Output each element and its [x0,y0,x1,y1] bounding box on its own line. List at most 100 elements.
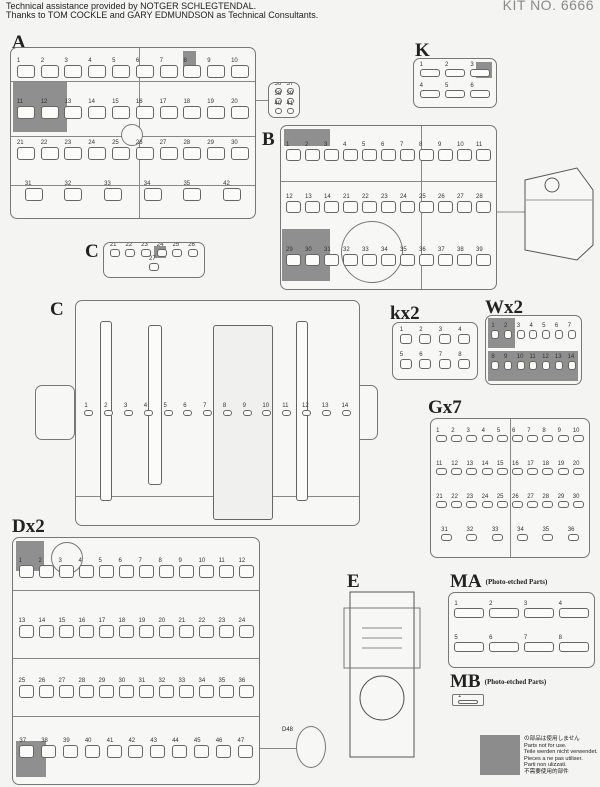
part-number: 5 [112,58,116,64]
sprue-part: 7 [159,58,178,78]
sprue-part: 12 [301,403,311,416]
sprue-c-small-label: C [85,241,99,262]
part-number: 21 [109,242,117,248]
sprue-part: 9 [242,403,252,416]
part-number: 5 [454,635,458,641]
sprue-part: 32 [466,527,478,541]
sprue-part: 2 [489,601,520,618]
sprue-part: 8 [558,635,589,652]
sprue-part: 28 [476,194,491,214]
part-number: 26 [512,494,519,500]
part-number: 31 [324,246,331,253]
sprue-part: 10 [572,428,584,442]
part-number: 17 [98,617,106,624]
part-number: 24 [481,494,489,500]
sprue-part: 12 [238,558,254,578]
part-number: 4 [88,58,92,64]
part-number: 27 [58,677,66,684]
sprue-part: 20 [572,461,584,475]
part-number: 3 [516,323,521,329]
part-number: 28 [476,194,483,201]
part-number: 14 [567,354,575,360]
part-number: 10 [572,428,580,434]
sprue-part: 29 [557,494,569,508]
part-number: 34 [198,677,206,684]
sprue-part: 41 [106,738,122,758]
sprue-part: 1 [491,323,500,339]
part-number: 9 [242,403,246,409]
sprue-part: 23 [218,618,234,638]
part-number: 16 [78,617,86,624]
part-number: 22 [362,194,369,201]
sprue-part: 17 [159,99,178,119]
sprue-part: 20 [158,618,174,638]
sprue-part: 1 [436,428,448,442]
part-number: 5 [362,142,366,149]
part-number: 1 [16,58,21,64]
sprue-part: 34 [198,678,214,698]
sprue-part: 8 [158,558,174,578]
sprue-part: 7 [527,428,539,442]
part-number: 7 [527,428,531,434]
sprue-part: 7 [567,323,576,339]
sprue-part: 27 [149,256,159,271]
sprue-part: 5 [399,352,412,369]
part-number: 27 [149,256,156,262]
part-number: 29 [557,494,565,500]
part-number: 1 [454,601,458,607]
sprue-part: 12 [542,354,551,370]
sprue-part: 12 [40,99,59,119]
part-number: 29 [207,140,214,146]
sprue-part: 31 [138,678,154,698]
part-number: 5 [444,82,449,89]
part-number: 8 [158,557,162,564]
sprue-part: 6 [419,352,432,369]
sprue-part: 7 [438,352,451,369]
part-d48-label: D48 [282,727,294,733]
part-number: 22 [198,617,206,624]
part-number: 14 [88,99,95,105]
part-number: 30 [231,140,238,146]
sprue-w-label: Wx2 [485,297,523,318]
sprue-part: 11 [529,354,538,370]
sprue-part: 29 [207,140,226,160]
part-number: 3 [58,557,62,564]
part-number: 45 [193,737,201,744]
sprue-part: 8 [458,352,471,369]
part-number: 21 [16,140,24,146]
part-number: 7 [438,351,443,358]
part-number: 36 [238,677,246,684]
unused-parts-swatch [480,735,520,775]
sprue-part: 6 [489,635,520,652]
part-number: 21 [343,194,350,201]
part-number: 36 [419,246,426,253]
sprue-part: 6 [470,83,491,98]
part-number: 2 [38,557,42,564]
sprue-c-label: C [50,299,64,320]
part-number: 8 [542,428,546,434]
part-number: 1 [458,694,462,699]
sprue-part: 15 [112,99,131,119]
part-number: 40 [274,101,282,107]
part-number: 11 [16,99,24,105]
part-number: 5 [399,351,404,358]
sprue-part: 1 [399,327,412,344]
part-number: 13 [305,194,312,201]
sprue-part: 8 [542,428,554,442]
sprue-part: 15 [58,618,74,638]
sprue-part: 8 [419,142,434,162]
sprue-part: 5 [362,142,377,162]
part-number: 11 [476,142,483,149]
sprue-part: 30 [572,494,584,508]
part-number: 28 [78,677,86,684]
part-number: 4 [78,557,82,564]
part-number: 31 [138,677,146,684]
sprue-part: 21 [343,194,358,214]
sprue-part: 16 [512,461,524,475]
sprue-part: 8 [222,403,232,416]
sprue-part: 21 [178,618,194,638]
sprue-part: 17 [527,461,539,475]
